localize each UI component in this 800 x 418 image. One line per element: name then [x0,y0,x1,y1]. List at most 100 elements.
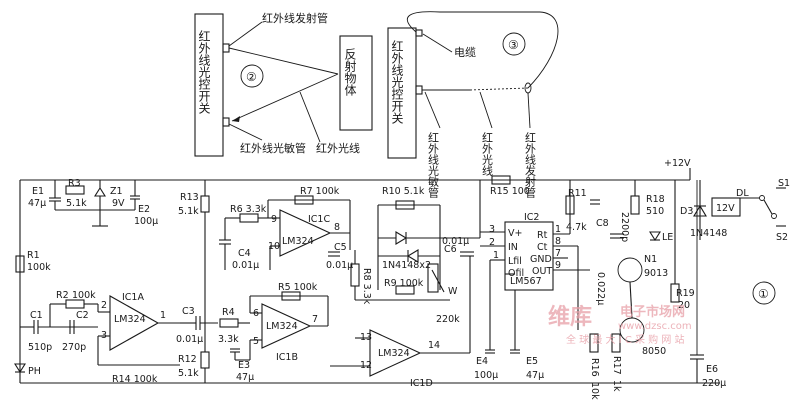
svg-text:E1: E1 [32,186,44,197]
svg-text:E3: E3 [238,360,250,371]
svg-text:R4: R4 [222,307,235,318]
svg-text:510p: 510p [28,342,52,353]
panel-3-cable-diagram: 红外线光控开关 电缆 红外线光敏管 红外光线 红外线发射管 ③ [387,11,559,199]
main-schematic: +12V E1 47μ R3 5.1k Z1 9V E2 100μ R1 100… [14,158,790,400]
panel3-switch-label: 红外线光控开关 [390,39,404,124]
reflector-box [339,35,373,131]
svg-text:C8: C8 [596,218,609,229]
svg-text:C4: C4 [238,248,251,259]
svg-text:9: 9 [555,260,561,271]
svg-text:2: 2 [101,300,107,311]
svg-text:8: 8 [555,236,561,247]
svg-text:R6 3.3k: R6 3.3k [230,204,267,215]
svg-text:R1: R1 [27,250,40,261]
svg-text:220μ: 220μ [702,378,726,389]
svg-text:LM324: LM324 [282,236,314,247]
panel3-cable-label: 电缆 [454,46,476,59]
svg-text:C6: C6 [444,244,457,255]
svg-text:V+: V+ [508,228,522,239]
svg-text:R16: R16 [589,358,600,377]
svg-text:8050: 8050 [642,346,666,357]
panel3-emitter-label: 红外线发射管 [524,132,537,199]
svg-text:R17: R17 [611,356,622,375]
svg-text:0.01μ: 0.01μ [326,260,353,271]
panel2-emitter-label: 红外线发射管 [262,11,328,25]
svg-text:5.1k: 5.1k [66,198,87,209]
svg-text:R8 3.3k: R8 3.3k [361,268,372,305]
watermark-site: 电子市场网 [620,304,685,320]
svg-text:47μ: 47μ [526,370,544,381]
svg-text:Rt: Rt [537,230,548,241]
svg-text:GND: GND [530,254,552,265]
svg-text:0.01μ: 0.01μ [232,260,259,271]
watermark-slogan: 全 球 最 大 I C 采 购 网 站 [566,333,685,346]
svg-text:R10 5.1k: R10 5.1k [382,186,425,197]
svg-text:E6: E6 [706,364,718,375]
switch-box [194,13,224,157]
svg-text:IN: IN [508,242,518,253]
svg-text:1: 1 [160,310,166,321]
svg-text:Ofil: Ofil [508,268,524,279]
panel1-number: ① [758,287,769,301]
svg-text:1N4148x2: 1N4148x2 [382,260,431,271]
svg-text:IC1A: IC1A [122,292,144,303]
svg-text:R14 100k: R14 100k [112,374,158,385]
supply-label: +12V [664,158,691,169]
svg-text:OUT: OUT [532,266,552,277]
svg-text:5: 5 [253,336,259,347]
watermark: 维库 电子市场网 www.dzsc.com 全 球 最 大 I C 采 购 网 … [548,304,692,346]
svg-text:R2: R2 [56,290,69,301]
ic2-box [504,221,554,291]
svg-text:0.01μ: 0.01μ [442,236,469,247]
svg-text:C2: C2 [76,310,89,321]
svg-text:100μ: 100μ [134,216,158,227]
panel2-receiver-label: 红外线光敏管 [240,141,306,155]
svg-text:E5: E5 [526,356,538,367]
svg-text:14: 14 [428,340,440,351]
panel2-number: ② [246,70,257,84]
svg-text:1: 1 [493,250,499,261]
svg-text:5.1k: 5.1k [178,206,199,217]
svg-text:100k: 100k [27,262,51,273]
svg-text:PH: PH [28,366,41,377]
svg-text:S1: S1 [778,178,790,189]
svg-text:5.1k: 5.1k [178,368,199,379]
svg-text:9V: 9V [112,198,125,209]
svg-text:100k: 100k [72,290,96,301]
svg-text:LM324: LM324 [266,321,298,332]
svg-text:S2: S2 [776,232,788,243]
svg-text:47μ: 47μ [236,372,254,383]
svg-text:LM567: LM567 [510,276,542,287]
svg-text:IC1B: IC1B [276,352,298,363]
svg-text:E4: E4 [476,356,488,367]
svg-text:E2: E2 [138,204,150,215]
panel2-light-label: 红外光线 [316,141,360,155]
svg-text:LE: LE [662,232,673,243]
svg-text:220k: 220k [436,314,460,325]
svg-text:W: W [448,286,458,297]
svg-text:2200p: 2200p [619,212,630,242]
svg-text:3: 3 [489,224,495,235]
svg-text:7: 7 [312,314,318,325]
svg-text:7: 7 [555,248,561,259]
svg-text:IC2: IC2 [524,212,539,223]
svg-text:Ct: Ct [537,242,548,253]
svg-text:R3: R3 [68,178,81,189]
panel3-receiver-label: 红外线光敏管 [427,132,440,199]
svg-text:R18: R18 [646,194,665,205]
svg-text:9013: 9013 [644,268,668,279]
svg-text:4.7k: 4.7k [566,222,587,233]
svg-text:R7 100k: R7 100k [300,186,340,197]
svg-text:0.01μ: 0.01μ [176,334,203,345]
svg-text:Z1: Z1 [110,186,123,197]
svg-text:R9 100k: R9 100k [384,278,424,289]
svg-text:9: 9 [271,214,277,225]
svg-text:D3: D3 [680,206,693,217]
svg-text:C3: C3 [182,306,195,317]
panel2-switch-label: 红外线光控开关 [197,29,211,114]
watermark-url: www.dzsc.com [618,321,692,332]
svg-text:3.3k: 3.3k [218,334,239,345]
svg-text:R12: R12 [178,354,197,365]
svg-text:10k: 10k [589,382,600,400]
